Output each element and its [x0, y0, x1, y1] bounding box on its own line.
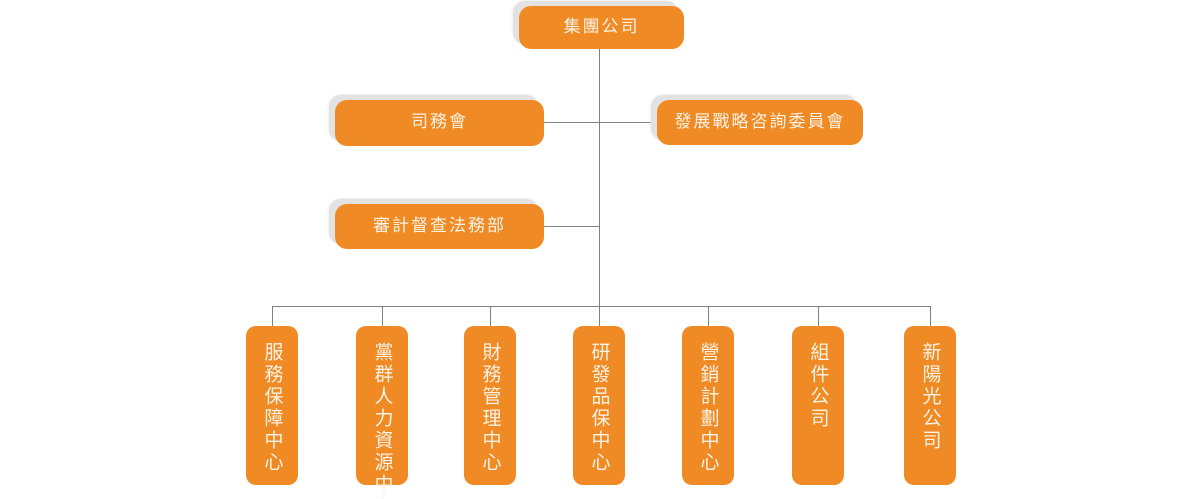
connector-drop-service [272, 306, 273, 327]
connector-drop-module [818, 306, 819, 327]
node-label-finance-center: 財務管理中心 [479, 342, 502, 474]
node-advisory-committee[interactable]: 發展戰略咨詢委員會 [657, 100, 863, 145]
node-service-support-center[interactable]: 服務保障中心 [246, 326, 298, 485]
connector-drop-rd [599, 306, 600, 327]
node-label-marketing-planning-center: 營銷計劃中心 [697, 342, 720, 474]
connector-root-spine [599, 49, 600, 306]
node-label-audit-legal: 審計督查法務部 [373, 215, 506, 236]
connector-drop-hr [382, 306, 383, 327]
node-label-party-hr-center: 黨群人力資源中心 [371, 342, 394, 499]
node-label-sunshine-company: 新陽光公司 [919, 342, 942, 452]
node-label-siwuhui: 司務會 [411, 112, 468, 133]
connector-level4-bus [272, 306, 931, 307]
connector-drop-finance [490, 306, 491, 327]
node-sunshine-company[interactable]: 新陽光公司 [904, 326, 956, 485]
node-siwuhui[interactable]: 司務會 [335, 100, 544, 146]
node-label-rd-quality-center: 研發品保中心 [588, 342, 611, 474]
node-audit-legal[interactable]: 審計督查法務部 [335, 204, 544, 249]
node-label-module-company: 組件公司 [807, 342, 830, 430]
connector-level2-bar [544, 122, 657, 123]
node-module-company[interactable]: 組件公司 [792, 326, 844, 485]
node-label-service-support-center: 服務保障中心 [261, 342, 284, 474]
node-label-group-company: 集團公司 [563, 16, 640, 37]
node-marketing-planning-center[interactable]: 營銷計劃中心 [682, 326, 734, 485]
node-rd-quality-center[interactable]: 研發品保中心 [573, 326, 625, 485]
connector-drop-marketing [708, 306, 709, 327]
node-finance-center[interactable]: 財務管理中心 [464, 326, 516, 485]
node-group-company[interactable]: 集團公司 [519, 6, 684, 49]
node-label-advisory-committee: 發展戰略咨詢委員會 [674, 111, 846, 132]
node-party-hr-center[interactable]: 黨群人力資源中心 [356, 326, 408, 499]
connector-level3-stub [544, 226, 600, 227]
connector-drop-sunshine [930, 306, 931, 327]
